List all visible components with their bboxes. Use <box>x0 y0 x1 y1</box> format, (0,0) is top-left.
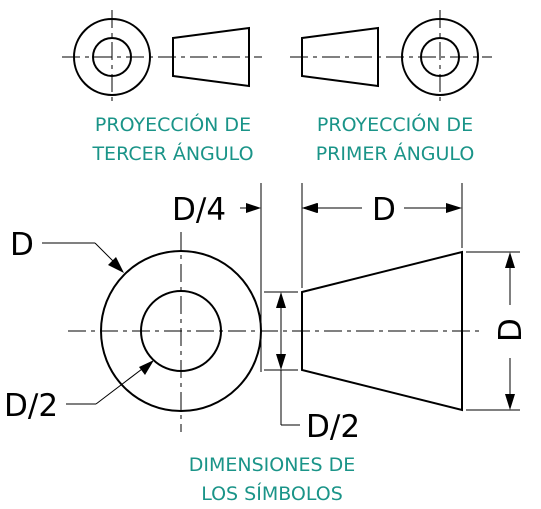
caption-first-angle: PROYECCIÓN DE PRIMER ÁNGULO <box>280 111 510 169</box>
label-small-end: D/2 <box>306 409 360 445</box>
dim-length-arrow-right <box>446 203 462 213</box>
caption-third-angle-line2: TERCER ÁNGULO <box>92 143 254 165</box>
main-frustum <box>301 250 463 412</box>
leader-outer-arrow <box>108 257 124 273</box>
caption-third-angle: PROYECCIÓN DE TERCER ÁNGULO <box>58 111 288 169</box>
caption-third-angle-line1: PROYECCIÓN DE <box>94 114 252 136</box>
dim-small-arrow-top <box>276 292 286 308</box>
caption-symbol-dimensions-line2: LOS SÍMBOLOS <box>201 483 343 505</box>
leader-inner-arrow <box>139 360 154 375</box>
label-outer-diameter: D <box>10 227 34 263</box>
dim-height-arrow-top <box>505 252 515 268</box>
caption-symbol-dimensions: DIMENSIONES DE LOS SÍMBOLOS <box>157 451 387 509</box>
leader-inner-diag <box>95 365 147 405</box>
caption-symbol-dimensions-line1: DIMENSIONES DE <box>188 454 356 476</box>
main-inner-circle <box>140 290 222 372</box>
third-angle-frustum <box>172 26 250 88</box>
dim-small-arrow-bottom <box>276 354 286 370</box>
dimensioned-symbol: D D/2 D/4 D D/2 D <box>4 183 529 445</box>
dim-length-arrow-left <box>302 203 318 213</box>
label-height: D <box>493 318 529 342</box>
label-inner-diameter: D/2 <box>4 388 58 424</box>
first-angle-symbol <box>290 10 492 104</box>
first-angle-frustum <box>301 26 379 88</box>
dim-gap-arrow-left <box>246 203 261 213</box>
label-length: D <box>372 192 396 228</box>
third-angle-symbol <box>62 10 262 104</box>
caption-first-angle-line1: PROYECCIÓN DE <box>316 114 474 136</box>
dim-height-arrow-bottom <box>505 394 515 410</box>
caption-first-angle-line2: PRIMER ÁNGULO <box>315 143 475 165</box>
label-gap: D/4 <box>172 192 226 228</box>
